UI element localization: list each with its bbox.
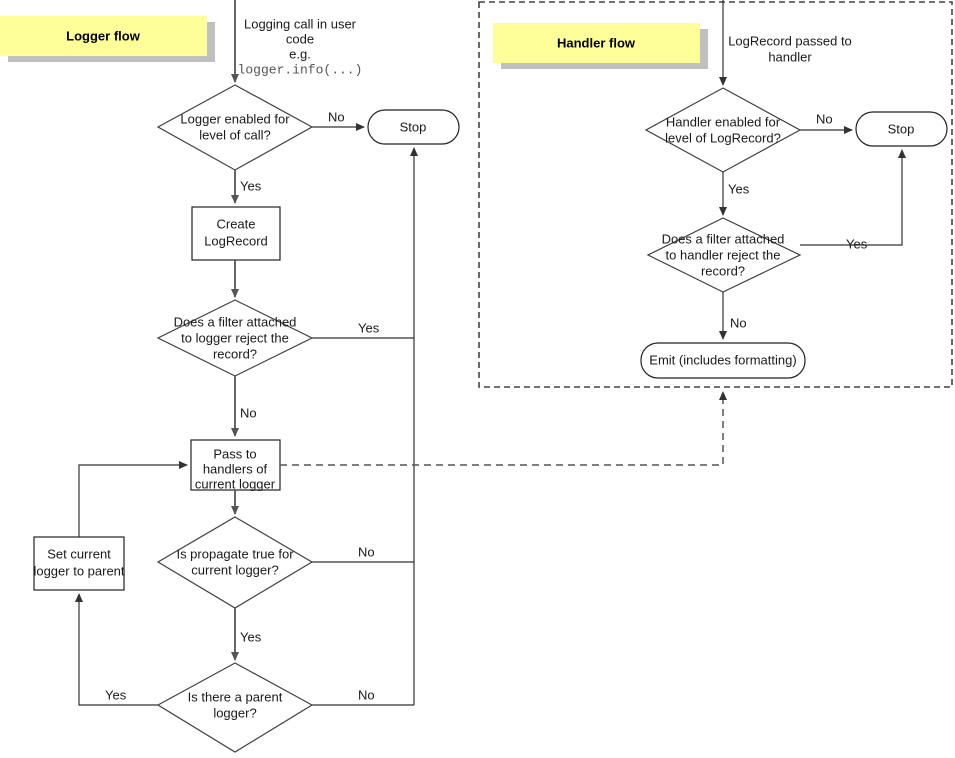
edge-label-logger-filter-yes: Yes (358, 320, 380, 335)
handler-stop-terminator-shape (855, 111, 948, 147)
propagate-decision-line-2: current logger? (191, 562, 278, 577)
pass-to-handlers-process-line-1: Pass to (213, 446, 256, 461)
logger-filter-decision: Does a filter attached to logger reject … (156, 299, 314, 377)
stop-terminator-shape (367, 109, 460, 145)
emit-terminator: Emit (includes formatting) (640, 342, 806, 379)
set-parent-process-shape (33, 536, 125, 591)
logger-entry-caption-line-3: e.g. (289, 46, 311, 61)
stop-terminator: Stop (367, 109, 460, 145)
pass-to-handlers-process-line-2: handlers of (203, 461, 268, 476)
edge-label-logger-enabled-yes: Yes (240, 178, 262, 193)
handler-flow-banner-box (493, 23, 700, 63)
handler-filter-decision-line-2: to handler reject the (666, 247, 781, 262)
logger-enabled-decision: Logger enabled for level of call? (156, 84, 314, 171)
logger-entry-caption: Logging call in user code e.g. logger.in… (238, 16, 363, 77)
logger-enabled-decision-line-1: Logger enabled for (180, 111, 290, 126)
logger-filter-decision-line-1: Does a filter attached (174, 314, 297, 329)
handler-flow-banner: Handler flow (493, 23, 708, 69)
propagate-decision: Is propagate true for current logger? (156, 516, 314, 609)
set-parent-process-line-1: Set current (47, 546, 111, 561)
logger-flow-banner-box (0, 16, 207, 56)
handler-flow-panel (478, 1, 953, 388)
create-logrecord-process-shape (191, 206, 281, 261)
create-logrecord-process-line-2: LogRecord (204, 233, 268, 248)
edge-label-parent-logger-yes: Yes (105, 687, 127, 702)
parent-logger-decision-line-2: logger? (213, 705, 256, 720)
edge-label-propagate-no: No (358, 544, 375, 559)
handler-flow-banner-label: Handler flow (557, 35, 636, 50)
parent-logger-decision-shape (156, 662, 314, 753)
edge-handler-filter-yes (800, 149, 906, 246)
handler-filter-decision: Does a filter attached to handler reject… (646, 217, 802, 293)
parent-logger-decision-line-1: Is there a parent (188, 689, 283, 704)
pass-to-handlers-process: Pass to handlers of current logger (190, 439, 281, 491)
edge-set-parent-to-pass-to-handlers (78, 461, 188, 537)
edge-label-handler-filter-no: No (730, 315, 747, 330)
set-parent-process: Set current logger to parent (33, 536, 125, 591)
handler-entry-caption-line-1: LogRecord passed to (728, 33, 852, 48)
handler-enabled-decision-line-2: level of LogRecord? (665, 130, 781, 145)
logger-entry-caption-code: logger.info(...) (238, 62, 363, 77)
logger-flow-banner-label: Logger flow (66, 28, 141, 43)
logger-filter-decision-line-2: to logger reject the (181, 330, 289, 345)
logger-flow-banner: Logger flow (0, 16, 215, 62)
pass-to-handlers-process-shape (190, 439, 281, 491)
handler-enabled-decision-line-1: Handler enabled for (666, 114, 781, 129)
edge-parent-logger-yes (75, 593, 158, 706)
handler-filter-decision-line-1: Does a filter attached (662, 231, 785, 246)
handler-entry-caption-line-2: handler (768, 49, 812, 64)
emit-terminator-shape (640, 342, 806, 379)
emit-terminator-label: Emit (includes formatting) (649, 352, 796, 367)
handler-stop-terminator-label: Stop (888, 121, 915, 136)
edge-label-propagate-yes: Yes (240, 629, 262, 644)
set-parent-process-line-2: logger to parent (33, 563, 124, 578)
handler-filter-decision-line-3: record? (701, 263, 745, 278)
handler-stop-terminator: Stop (855, 111, 948, 147)
edge-label-logger-enabled-no: No (328, 109, 345, 124)
logger-entry-caption-line-1: Logging call in user (244, 16, 357, 31)
edge-label-logger-filter-no: No (240, 405, 257, 420)
stop-terminator-label: Stop (400, 119, 427, 134)
parent-logger-decision: Is there a parent logger? (156, 662, 314, 753)
propagate-decision-line-1: Is propagate true for (176, 546, 294, 561)
handler-entry-caption: LogRecord passed to handler (728, 33, 852, 64)
edge-pass-to-handlers-to-emit (280, 391, 727, 466)
edge-label-handler-enabled-yes: Yes (728, 181, 750, 196)
edge-label-handler-enabled-no: No (816, 111, 833, 126)
create-logrecord-process: Create LogRecord (191, 206, 281, 261)
logger-enabled-decision-line-2: level of call? (199, 127, 271, 142)
logger-filter-decision-line-3: record? (213, 346, 257, 361)
pass-to-handlers-process-line-3: current logger (195, 476, 276, 491)
edge-label-parent-logger-no: No (358, 687, 375, 702)
handler-enabled-decision: Handler enabled for level of LogRecord? (644, 87, 802, 173)
edge-label-handler-filter-yes: Yes (846, 236, 868, 251)
create-logrecord-process-line-1: Create (216, 216, 255, 231)
logger-entry-caption-line-2: code (286, 31, 314, 46)
